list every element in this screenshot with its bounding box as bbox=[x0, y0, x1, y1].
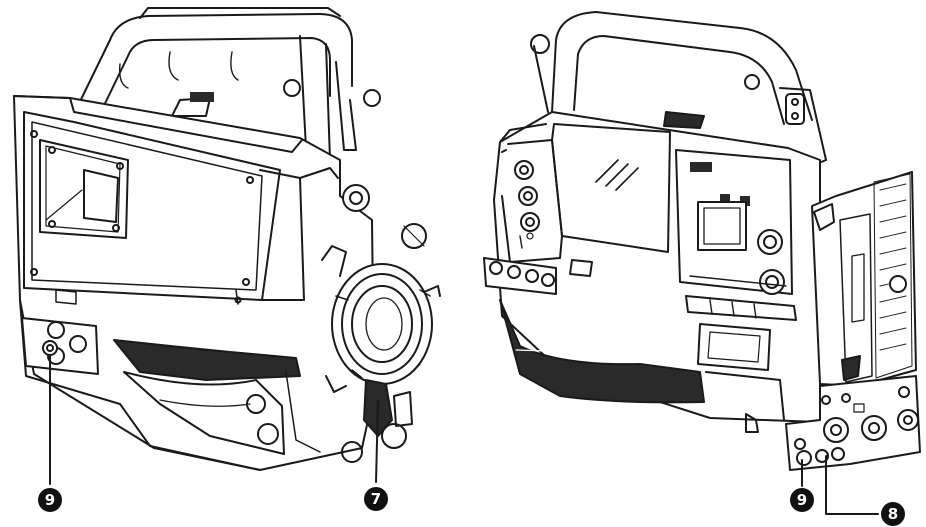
svg-text:7: 7 bbox=[371, 490, 381, 508]
right-battery-plate bbox=[811, 171, 917, 387]
callout-right-8: 8 bbox=[881, 502, 905, 526]
right-lower-body bbox=[499, 299, 785, 433]
left-camera bbox=[13, 7, 441, 485]
callout-right-9: 9 bbox=[790, 488, 814, 512]
left-lens-mount bbox=[321, 184, 441, 393]
left-connector-panel bbox=[21, 317, 99, 375]
right-connector-panel bbox=[785, 375, 921, 471]
left-carry-handle bbox=[69, 7, 381, 161]
right-leader-8 bbox=[825, 455, 879, 515]
right-control-panel bbox=[675, 149, 797, 371]
right-camera bbox=[483, 11, 921, 515]
left-lower-body bbox=[19, 299, 413, 471]
callout-left-9: 9 bbox=[38, 488, 62, 512]
svg-text:8: 8 bbox=[888, 505, 898, 523]
svg-text:9: 9 bbox=[45, 491, 55, 509]
svg-text:9: 9 bbox=[797, 491, 807, 509]
right-button-strip bbox=[483, 235, 593, 295]
callout-left-7: 7 bbox=[364, 487, 388, 511]
left-leader-7 bbox=[375, 399, 379, 483]
